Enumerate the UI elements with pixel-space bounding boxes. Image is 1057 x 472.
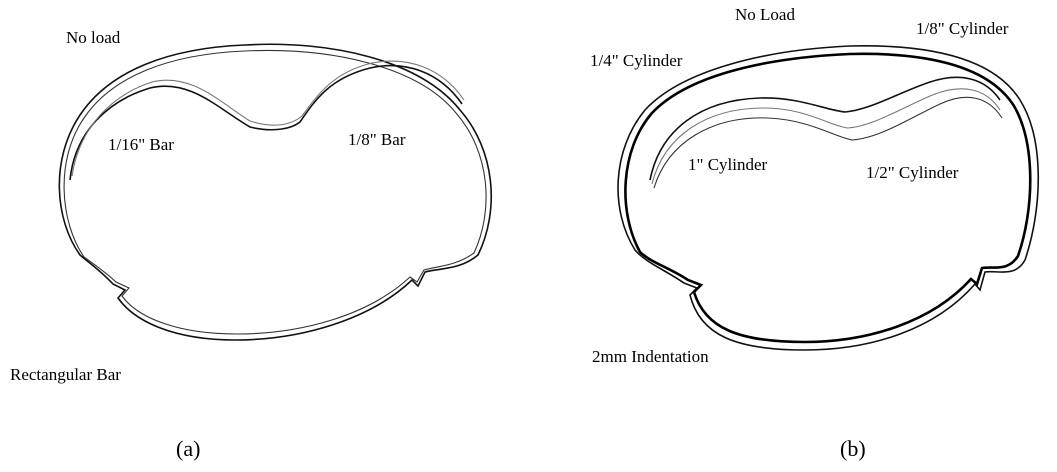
panel-a-label-1-16-bar: 1/16" Bar bbox=[108, 135, 174, 154]
panel-a-no-load-outline bbox=[59, 44, 491, 340]
panel-a-bar-indent-outline-2 bbox=[72, 61, 464, 176]
panel-b-label-2mm-indentation: 2mm Indentation bbox=[592, 347, 709, 366]
panel-a-caption: (a) bbox=[176, 436, 200, 461]
panel-b-label-no-load: No Load bbox=[735, 5, 795, 24]
panel-a-label-1-8-bar: 1/8" Bar bbox=[348, 130, 406, 149]
panel-b-label-1-cylinder: 1" Cylinder bbox=[688, 155, 768, 174]
panel-a: No load 1/16" Bar 1/8" Bar Rectangular B… bbox=[10, 28, 491, 461]
panel-b-label-1-8-cylinder: 1/8" Cylinder bbox=[916, 19, 1009, 38]
panel-a-label-rectangular-bar: Rectangular Bar bbox=[10, 365, 121, 384]
panel-b-caption: (b) bbox=[840, 436, 866, 461]
panel-b-label-1-4-cylinder: 1/4" Cylinder bbox=[590, 51, 683, 70]
panel-a-bar-indent-outline bbox=[70, 66, 462, 180]
panel-b: No Load 1/8" Cylinder 1/4" Cylinder 1" C… bbox=[590, 5, 1038, 461]
panel-a-label-no-load: No load bbox=[66, 28, 121, 47]
panel-b-label-1-2-cylinder: 1/2" Cylinder bbox=[866, 163, 959, 182]
